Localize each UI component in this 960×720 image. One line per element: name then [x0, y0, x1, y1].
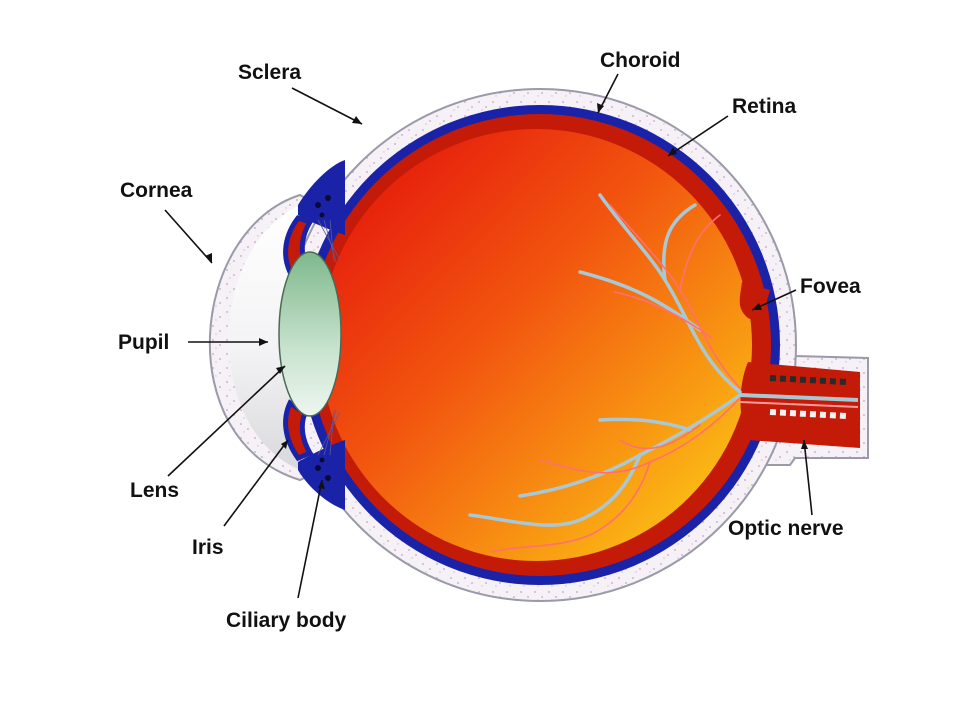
ciliary-body-leader — [297, 479, 323, 599]
iris-leader — [223, 439, 289, 527]
vitreous-body — [320, 129, 752, 561]
retinal-vessels — [468, 193, 742, 553]
optic-nerve-leader — [803, 439, 813, 516]
ciliary-body-texture — [315, 195, 331, 481]
lens-leader — [167, 365, 286, 477]
ciliary-body-lower — [298, 440, 345, 510]
cornea-leader — [164, 209, 213, 264]
leader-arrowheads — [205, 103, 808, 489]
optic-nerve-label: Optic nerve — [728, 517, 844, 540]
zonular-fibers — [317, 219, 341, 456]
ciliary-body-label: Ciliary body — [226, 609, 347, 632]
lens-label: Lens — [130, 479, 180, 502]
cornea-label: Cornea — [120, 179, 193, 202]
optic-nerve-fibers-upper — [769, 375, 847, 385]
choroid-label: Choroid — [600, 49, 681, 72]
central-artery — [739, 393, 859, 402]
central-vein — [739, 401, 859, 408]
fovea — [739, 282, 770, 320]
retina-label: Retina — [732, 95, 797, 118]
iris-label: Iris — [192, 536, 224, 559]
pupil-label: Pupil — [118, 331, 170, 354]
sclera-label: Sclera — [238, 61, 302, 84]
ciliary-body-upper — [298, 160, 345, 235]
lens — [278, 251, 342, 417]
fovea-label: Fovea — [800, 275, 861, 298]
retina-leader — [667, 115, 729, 157]
anterior-chamber — [228, 205, 300, 470]
optic-nerve-fibers-lower — [769, 409, 847, 419]
sclera-leader — [291, 87, 363, 125]
